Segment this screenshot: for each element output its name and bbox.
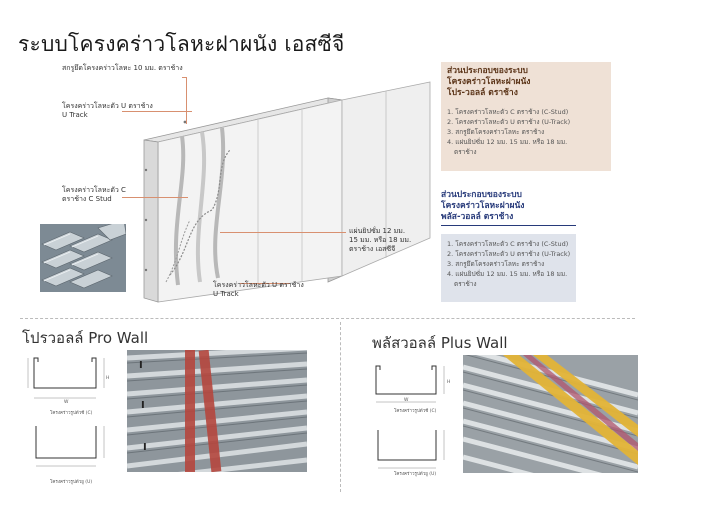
prowall-title-th: โปรวอลล์ <box>22 329 84 347</box>
pluswall-dim-h: H <box>447 380 451 385</box>
prowall-component-item: 3. สกรูยึดโครงคร่าวโลหะ ตราช้าง <box>447 128 545 136</box>
pluswall-component-item: 4. แผ่นยิปซั่ม 12 มม. 15 มม. หรือ 18 มม. <box>447 270 568 278</box>
svg-text:I: I <box>139 360 143 371</box>
pluswall-components-heading: ส่วนประกอบของระบบ โครงคร่าวโลหะฝาผนัง พล… <box>441 190 525 222</box>
pluswall-dim-w: W <box>404 398 409 403</box>
pluswall-title-en: Plus Wall <box>440 334 508 352</box>
label-u-track-bottom: โครงคร่าวโลหะตัว U ตราช้าง U Track <box>213 281 304 298</box>
prowall-component-item: ตราช้าง <box>454 148 477 156</box>
svg-text:I: I <box>141 400 145 411</box>
prowall-dim-h: H <box>106 376 110 381</box>
stacked-studs-photo <box>40 224 126 292</box>
prowall-title-en: Pro Wall <box>88 329 149 347</box>
prowall-title: โปรวอลล์ Pro Wall <box>22 326 148 350</box>
page-title: ระบบโครงคร่าวโลหะฝาผนัง เอสซีจี <box>18 32 345 56</box>
pluswall-title: พลัสวอลล์ Plus Wall <box>372 331 508 355</box>
pluswall-component-item: 1. โครงคร่าวโลหะตัว C ตราช้าง (C-Stud) <box>447 240 569 248</box>
pluswall-title-th: พลัสวอลล์ <box>372 334 437 352</box>
label-gypsum-board: แผ่นยิปซั่ม 12 มม. 15 มม. หรือ 18 มม. ตร… <box>349 227 412 253</box>
label-u-track-top: โครงคร่าวโลหะตัว U ตราช้าง U Track <box>62 102 153 119</box>
prowall-component-item: 1. โครงคร่าวโลหะตัว C ตราช้าง (C-Stud) <box>447 108 569 116</box>
pluswall-component-item: 3. สกรูยึดโครงคร่าวโลหะ ตราช้าง <box>447 260 545 268</box>
prowall-caption-u: โครงคร่าวรูปตัวยู (U) <box>50 480 93 485</box>
prowall-caption-c: โครงคร่าวรูปตัวซี (C) <box>50 411 93 416</box>
section-divider <box>20 318 635 319</box>
prowall-dim-w: W <box>64 400 69 405</box>
label-screw: สกรูยึดโครงคร่าวโลหะ 10 มม. ตราช้าง <box>62 64 183 72</box>
prowall-components-box: ส่วนประกอบของระบบ โครงคร่าวโลหะฝาผนัง โป… <box>441 62 611 171</box>
pluswall-profile-drawings <box>375 365 445 469</box>
svg-text:I: I <box>143 442 147 453</box>
label-c-stud: โครงคร่าวโลหะตัว C ตราช้าง C Stud <box>62 186 126 203</box>
prowall-studs-photo: I I I <box>127 350 307 472</box>
pluswall-component-item: 2. โครงคร่าวโลหะตัว U ตราช้าง (U-Track) <box>447 250 571 258</box>
pluswall-component-item: ตราช้าง <box>454 280 477 288</box>
prowall-profile-drawings <box>27 357 105 467</box>
column-divider <box>340 322 341 492</box>
pluswall-heading-wrap: ส่วนประกอบของระบบ โครงคร่าวโลหะฝาผนัง พล… <box>441 190 581 226</box>
prowall-component-item: 4. แผ่นยิปซั่ม 12 มม. 15 มม. หรือ 18 มม. <box>447 138 568 146</box>
wall-system-diagram <box>143 81 431 303</box>
prowall-component-item: 2. โครงคร่าวโลหะตัว U ตราช้าง (U-Track) <box>447 118 571 126</box>
pluswall-caption-u: โครงคร่าวรูปตัวยู (U) <box>394 472 437 477</box>
pluswall-components-box: 1. โครงคร่าวโลหะตัว C ตราช้าง (C-Stud) 2… <box>441 234 576 302</box>
prowall-components-heading: ส่วนประกอบของระบบ โครงคร่าวโลหะฝาผนัง โป… <box>447 66 531 98</box>
pluswall-studs-photo <box>463 355 638 473</box>
pluswall-caption-c: โครงคร่าวรูปตัวซี (C) <box>394 409 437 414</box>
